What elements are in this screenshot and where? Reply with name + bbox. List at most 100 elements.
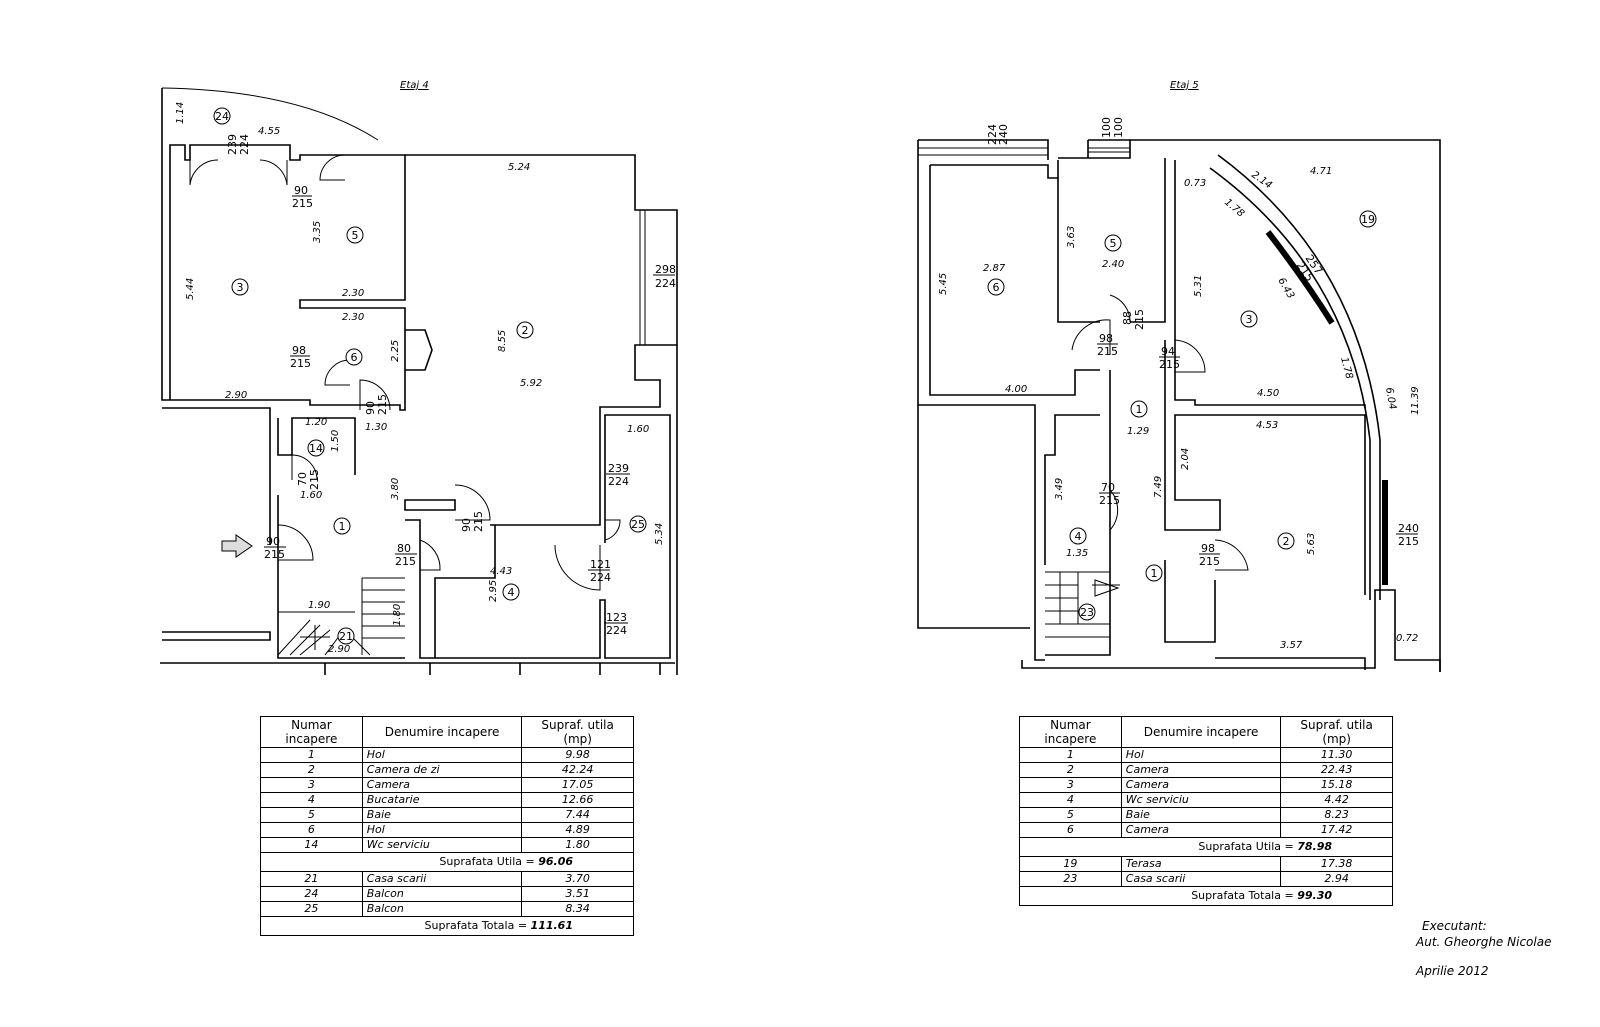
svg-text:3: 3 bbox=[237, 281, 244, 294]
door-swing bbox=[1109, 294, 1131, 323]
dim: 4.53 bbox=[1256, 420, 1278, 431]
dim: 5.24 bbox=[508, 162, 530, 173]
room-name: Balcon bbox=[361, 886, 523, 902]
total-label: Suprafata Totala = bbox=[424, 919, 528, 932]
opening-label: 240 215 bbox=[1396, 522, 1419, 548]
wall-stub bbox=[404, 499, 456, 511]
room-number: 3 bbox=[1019, 777, 1122, 793]
room-name: Balcon bbox=[361, 901, 523, 917]
svg-text:98: 98 bbox=[1099, 332, 1113, 345]
dim: 4.43 bbox=[490, 566, 512, 577]
svg-text:4: 4 bbox=[508, 586, 515, 599]
dim: 2.04 bbox=[1180, 448, 1191, 470]
svg-text:70: 70 bbox=[1101, 481, 1115, 494]
room-number: 19 bbox=[1019, 856, 1122, 872]
opening-label: 70 215 bbox=[296, 469, 321, 490]
room-number: 6 bbox=[260, 822, 363, 838]
room-area-table-etaj-4: Numar incapere Denumire incapere Supraf.… bbox=[260, 716, 634, 936]
drawing-date: Aprilie 2012 bbox=[1416, 964, 1489, 978]
executant-name: Aut. Gheorghe Nicolae bbox=[1416, 935, 1552, 949]
room-area: 12.66 bbox=[521, 792, 634, 808]
room-marker: 3 bbox=[231, 278, 249, 296]
room-area: 3.51 bbox=[521, 886, 634, 902]
opening-label: 70 215 bbox=[1099, 481, 1120, 507]
svg-text:215: 215 bbox=[292, 197, 313, 210]
dim: 1.30 bbox=[365, 422, 387, 433]
svg-text:224: 224 bbox=[608, 475, 629, 488]
railing bbox=[918, 147, 1130, 156]
dim: 5.63 bbox=[1306, 533, 1317, 555]
column-header: Numar incapere bbox=[1019, 716, 1122, 748]
window-298 bbox=[639, 210, 646, 345]
dim: 1.60 bbox=[627, 424, 649, 435]
room-number: 4 bbox=[1019, 792, 1122, 808]
floor-plan-etaj-4: Etaj 4 bbox=[160, 80, 678, 675]
subtotal-value: 78.98 bbox=[1297, 840, 1332, 853]
door-swing bbox=[277, 524, 314, 561]
room-area: 17.05 bbox=[521, 777, 634, 793]
room-number: 5 bbox=[1019, 807, 1122, 823]
svg-text:90: 90 bbox=[460, 518, 473, 532]
subtotal-value: 96.06 bbox=[538, 855, 573, 868]
floor-title-etaj-5: Etaj 5 bbox=[1170, 80, 1199, 91]
svg-text:215: 215 bbox=[376, 394, 389, 415]
svg-text:90: 90 bbox=[364, 401, 377, 415]
room-marker: 19 bbox=[1359, 210, 1377, 228]
svg-text:1: 1 bbox=[339, 520, 346, 533]
room-number: 21 bbox=[260, 871, 363, 887]
room-number: 24 bbox=[260, 886, 363, 902]
room-area: 2.94 bbox=[1280, 871, 1393, 887]
svg-text:94: 94 bbox=[1161, 345, 1175, 358]
glazing-257 bbox=[1265, 230, 1335, 325]
svg-text:215: 215 bbox=[1097, 345, 1118, 358]
svg-text:14: 14 bbox=[309, 442, 323, 455]
svg-text:240: 240 bbox=[997, 124, 1010, 145]
svg-text:215: 215 bbox=[1133, 309, 1146, 330]
svg-text:2: 2 bbox=[522, 324, 529, 337]
room-number: 3 bbox=[260, 777, 363, 793]
svg-text:19: 19 bbox=[1361, 213, 1375, 226]
room-name: Hol bbox=[361, 747, 523, 763]
room-area: 22.43 bbox=[1280, 762, 1393, 778]
dim: 6.43 bbox=[1275, 276, 1296, 301]
floor-plan-etaj-5: Etaj 5 5.45 2.87 bbox=[917, 80, 1441, 672]
column-header: Numar incapere bbox=[260, 716, 363, 748]
room-marker: 2 bbox=[516, 321, 534, 339]
dim: 2.14 bbox=[1249, 169, 1274, 191]
svg-text:100: 100 bbox=[1100, 117, 1113, 138]
room-name: Camera bbox=[1120, 777, 1282, 793]
room-marker: 5 bbox=[1104, 234, 1122, 252]
room-marker: 5 bbox=[346, 226, 364, 244]
door-swing bbox=[604, 519, 621, 541]
opening-label: 90 215 bbox=[364, 394, 389, 415]
wall-west-ext bbox=[917, 405, 1030, 629]
svg-text:239: 239 bbox=[608, 462, 629, 475]
dim: 2.95 bbox=[488, 580, 499, 602]
opening-label: 80 215 bbox=[395, 542, 417, 568]
room-area: 17.38 bbox=[1280, 856, 1393, 872]
room-name: Baie bbox=[361, 807, 523, 823]
room-marker: 6 bbox=[987, 278, 1005, 296]
dim: 3.49 bbox=[1054, 478, 1065, 500]
wall-top bbox=[1058, 139, 1441, 672]
total-row: Suprafata Totala = 99.30 bbox=[1019, 886, 1393, 906]
stairs-21 bbox=[277, 577, 405, 656]
wall-wc bbox=[277, 417, 356, 475]
svg-text:121: 121 bbox=[590, 558, 611, 571]
room-area-table-etaj-5: Numar incapere Denumire incapere Supraf.… bbox=[1019, 716, 1393, 906]
svg-text:90: 90 bbox=[294, 184, 308, 197]
door-swing bbox=[1174, 339, 1206, 373]
executant-label: Executant: bbox=[1422, 919, 1487, 933]
total-value: 99.30 bbox=[1297, 889, 1332, 902]
total-row: Suprafata Totala = 111.61 bbox=[260, 916, 634, 936]
svg-text:6: 6 bbox=[351, 351, 358, 364]
wall-hall-south bbox=[277, 495, 405, 659]
total-label: Suprafata Totala = bbox=[1191, 889, 1294, 902]
dim: 4.71 bbox=[1310, 166, 1332, 177]
room-marker: 14 bbox=[307, 439, 325, 457]
opening-label: 298 224 bbox=[653, 263, 676, 290]
